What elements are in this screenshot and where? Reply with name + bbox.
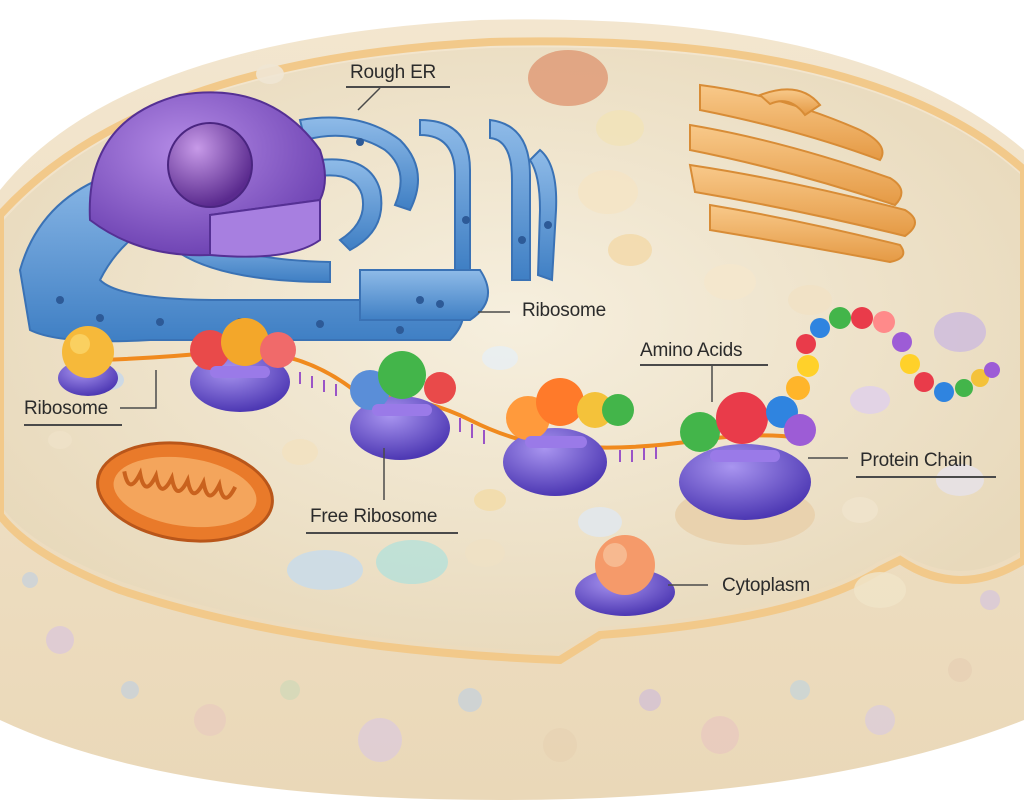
label-amino-acids: Amino Acids (640, 340, 743, 361)
nucleus (88, 91, 326, 258)
nucleolus (167, 122, 253, 208)
protein-chain-underline (856, 476, 996, 478)
ribosome-4 (503, 378, 634, 496)
label-ribosome-left: Ribosome (24, 398, 108, 419)
golgi-apparatus (688, 83, 916, 264)
rough-er-underline (346, 86, 450, 88)
free-ribosome-underline (306, 532, 458, 534)
ribosome-1 (58, 326, 118, 396)
cell-rim (0, 37, 1024, 665)
wall-particles (22, 572, 1000, 762)
ribosome-5 (675, 392, 816, 545)
mitochondrion (96, 441, 274, 543)
label-rough-er: Rough ER (350, 62, 437, 83)
leader-lines (120, 87, 848, 586)
ribosome-left-underline (24, 424, 122, 426)
amino-acids-underline (640, 364, 768, 366)
ribosome-2 (190, 318, 296, 412)
protein-chain (786, 307, 1000, 402)
vesicles (48, 50, 986, 608)
ribosome-cytoplasm (575, 535, 675, 616)
label-free-ribosome: Free Ribosome (310, 506, 438, 527)
ribosome-3 (350, 351, 456, 460)
mrna-bases (299, 372, 657, 462)
label-protein-chain: Protein Chain (860, 450, 973, 471)
label-ribosome-er: Ribosome (522, 300, 606, 321)
label-cytoplasm: Cytoplasm (722, 575, 810, 596)
